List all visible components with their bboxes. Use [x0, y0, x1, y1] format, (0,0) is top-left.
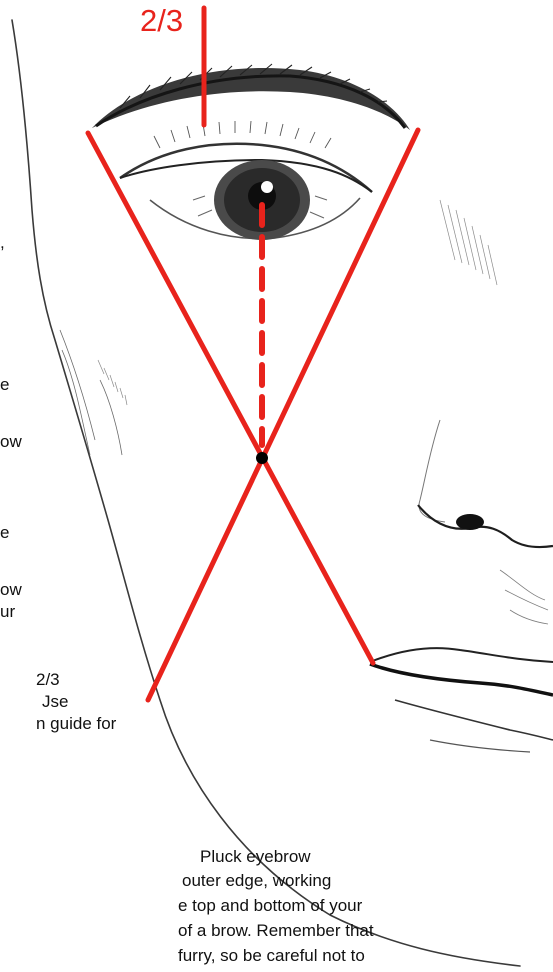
text-fragment: ur — [0, 602, 15, 622]
paragraph-line: furry, so be careful not to — [178, 945, 365, 967]
text-fragment: e — [0, 523, 9, 543]
cheek-shading — [98, 360, 127, 405]
temple-shading — [440, 200, 497, 285]
face-contour-shadow — [60, 330, 122, 455]
paragraph-line: of a brow. Remember that — [178, 920, 374, 942]
nose — [418, 420, 553, 624]
text-fragment: 2/3 — [36, 670, 60, 690]
text-fragment: e — [0, 375, 9, 395]
text-fragment: ow — [0, 580, 22, 600]
ratio-label: 2/3 — [140, 4, 183, 38]
lips — [370, 648, 553, 752]
intersection-point — [256, 452, 268, 464]
text-fragment: n guide for — [36, 714, 116, 734]
guide-lines — [88, 8, 418, 700]
eye — [120, 121, 372, 240]
paragraph-line: e top and bottom of your — [178, 895, 362, 917]
paragraph-line: Pluck eyebrow — [200, 846, 311, 868]
eyebrow — [92, 64, 410, 130]
text-fragment: Jse — [42, 692, 68, 712]
paragraph-line: outer edge, working — [182, 870, 331, 892]
text-fragment: , — [0, 233, 5, 253]
text-fragment: ow — [0, 432, 22, 452]
